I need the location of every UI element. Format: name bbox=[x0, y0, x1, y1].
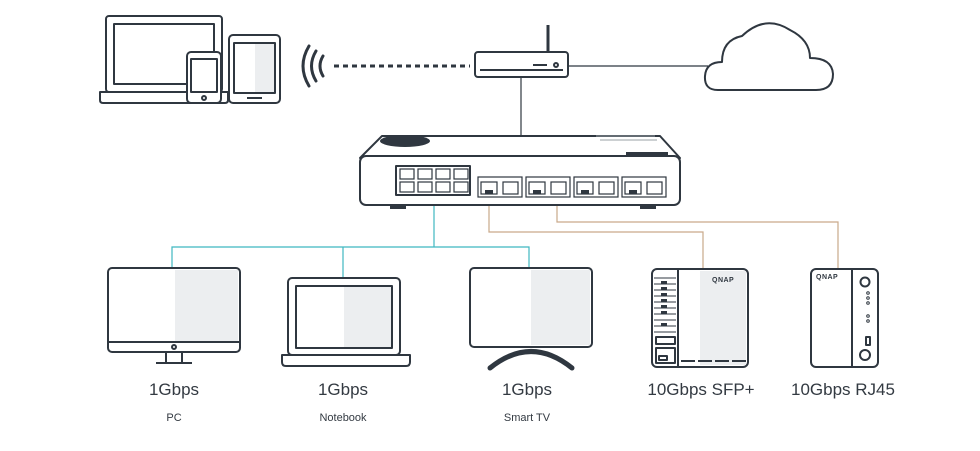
lan-connections bbox=[171, 196, 530, 278]
nas-icon: QNAP bbox=[810, 268, 879, 368]
switch-icon bbox=[359, 135, 681, 209]
nas-logo: QNAP bbox=[712, 277, 734, 284]
tv-speed-label: 1Gbps bbox=[502, 380, 552, 399]
wifi-icon bbox=[301, 44, 325, 88]
device-labels: 1Gbps PC 1Gbps Notebook 1Gbps Smart TV 1… bbox=[149, 380, 895, 424]
cloud-icon bbox=[703, 22, 834, 91]
router-icon bbox=[474, 25, 569, 78]
tablet-icon bbox=[228, 34, 281, 104]
pc-speed-label: 1Gbps bbox=[149, 380, 199, 399]
pc-name-label: PC bbox=[166, 412, 181, 424]
ten-gig-connections bbox=[488, 192, 839, 268]
notebook-speed-label: 1Gbps bbox=[318, 380, 368, 399]
tv-name-label: Smart TV bbox=[504, 412, 551, 424]
nas-sfp-speed-label: 10Gbps SFP+ bbox=[647, 380, 754, 399]
tv-icon bbox=[469, 267, 593, 371]
monitor-icon bbox=[107, 267, 241, 364]
nas-logo: QNAP bbox=[816, 274, 838, 281]
notebook-icon bbox=[281, 277, 411, 367]
notebook-name-label: Notebook bbox=[319, 412, 367, 424]
nas-rj45-speed-label: 10Gbps RJ45 bbox=[791, 380, 895, 399]
phone-icon bbox=[186, 51, 222, 104]
nas-icon: QNAP bbox=[651, 268, 749, 368]
